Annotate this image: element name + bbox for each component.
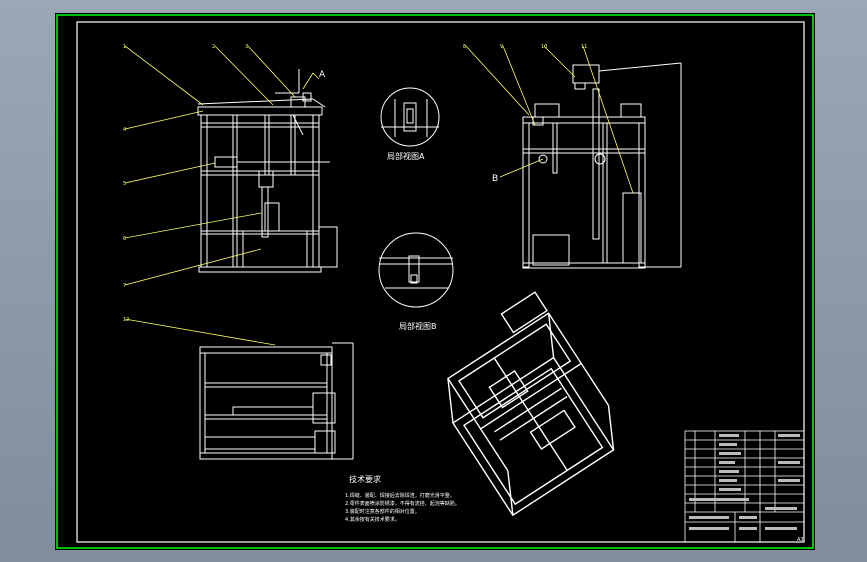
detail-b xyxy=(378,232,454,308)
svg-text:4: 4 xyxy=(123,127,126,133)
note-line-3: 3.装配时注意各部件的相对位置。 xyxy=(345,508,420,515)
title-block-fills xyxy=(689,434,800,530)
svg-text:3: 3 xyxy=(245,44,248,50)
cad-drawing: 1 2 3 4 5 6 7 A 局部视图A xyxy=(56,14,814,549)
note-line-2: 2.零件表面喷涂防锈漆，不得有流挂、起泡等缺陷。 xyxy=(345,500,460,507)
svg-text:8: 8 xyxy=(463,44,466,50)
svg-text:11: 11 xyxy=(581,44,587,50)
svg-text:9: 9 xyxy=(500,44,503,50)
title-block xyxy=(684,430,805,543)
front-view-balloons: 1 2 3 4 5 6 7 xyxy=(123,44,248,289)
svg-text:6: 6 xyxy=(123,236,126,242)
detail-a-caption: 局部视图A xyxy=(387,151,425,161)
detail-a xyxy=(380,87,440,147)
outer-border xyxy=(56,14,814,549)
top-view xyxy=(199,342,354,460)
detail-b-caption: 局部视图B xyxy=(399,321,437,331)
top-view-leaders xyxy=(124,318,276,346)
side-view xyxy=(522,62,682,269)
page-mark: A3 xyxy=(797,537,804,543)
view-marker-a: A xyxy=(319,70,326,80)
svg-text:2: 2 xyxy=(212,44,215,50)
inner-frame xyxy=(76,21,805,543)
isometric-view xyxy=(446,291,615,517)
note-line-4: 4.其余按有关技术要求。 xyxy=(345,516,400,523)
notes-title: 技术要求 xyxy=(349,474,381,484)
view-marker-b: B xyxy=(492,174,498,184)
svg-text:1: 1 xyxy=(123,44,126,50)
note-line-1: 1.焊缝、装配、焊接后去除焊渣，打磨光滑平整。 xyxy=(345,492,455,499)
drawing-sheet: 1 2 3 4 5 6 7 A 局部视图A xyxy=(55,13,815,550)
front-view xyxy=(197,69,338,273)
svg-text:7: 7 xyxy=(123,283,126,289)
svg-text:5: 5 xyxy=(123,181,126,187)
side-view-balloons: 8 9 10 11 xyxy=(463,44,587,50)
front-view-leaders xyxy=(124,45,320,286)
svg-text:10: 10 xyxy=(541,44,547,50)
technical-notes: 技术要求 1.焊缝、装配、焊接后去除焊渣，打磨光滑平整。 2.零件表面喷涂防锈漆… xyxy=(345,474,460,523)
side-view-leaders xyxy=(465,45,634,194)
top-view-balloon: 12 xyxy=(123,317,129,323)
